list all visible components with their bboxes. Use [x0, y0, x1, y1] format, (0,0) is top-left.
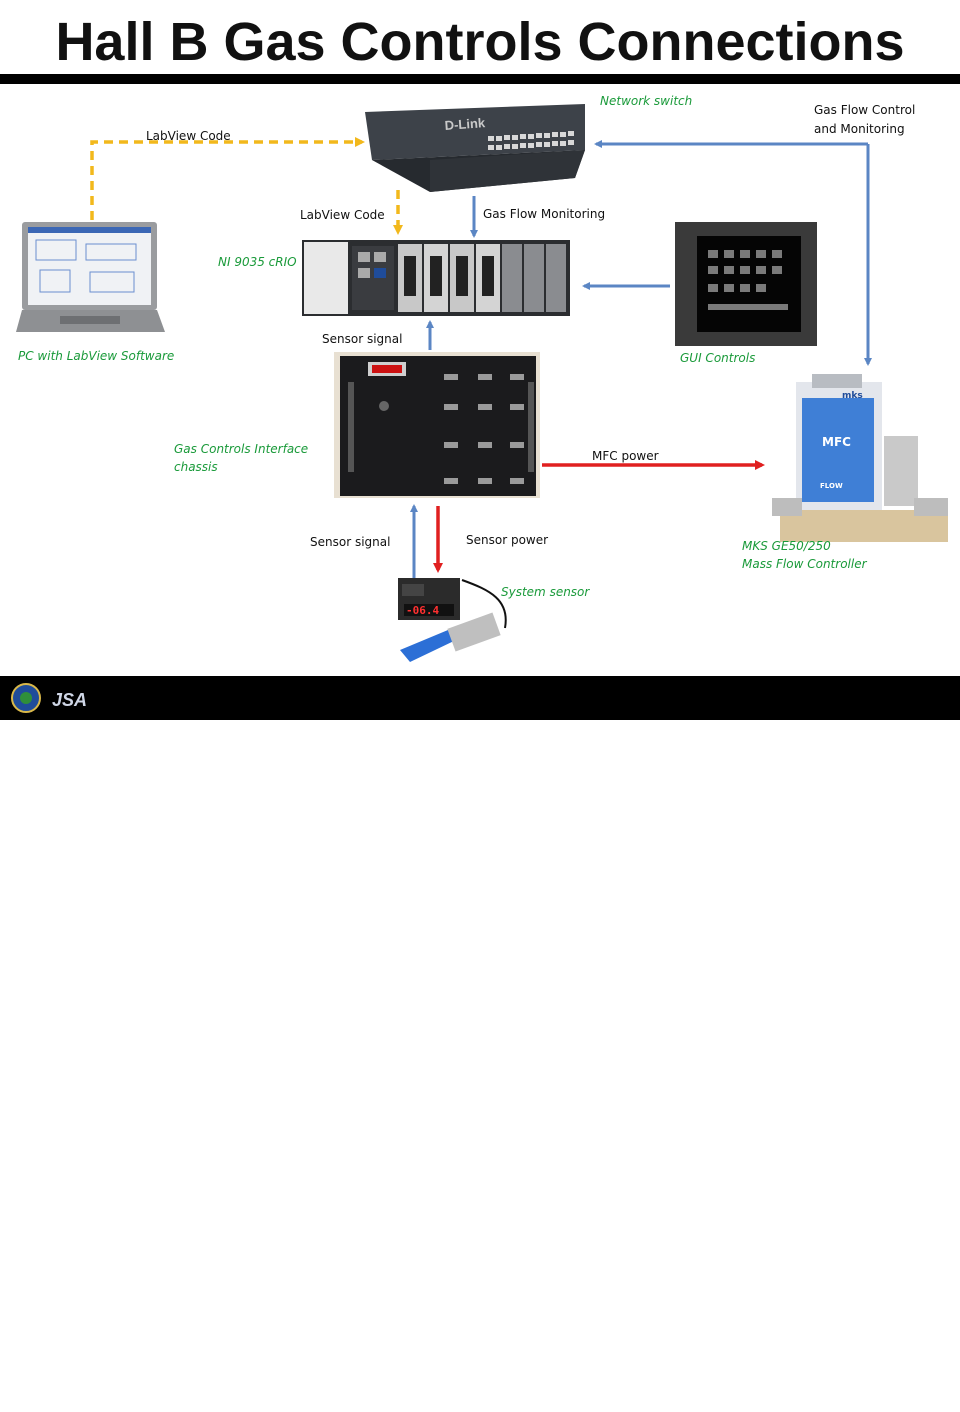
- gui-controls-label: GUI Controls: [680, 351, 756, 365]
- network-switch-label: Network switch: [600, 94, 693, 108]
- connections-diagram: D-Link: [16, 104, 948, 662]
- page-title: Hall B Gas Controls Connections: [55, 12, 905, 72]
- mfc-brand-text: mks: [842, 391, 863, 401]
- doe-seal-center-icon: [20, 692, 32, 704]
- mfc-device: MFC mks FLOW: [772, 374, 948, 542]
- labview-code-mid-label: LabView Code: [300, 208, 385, 222]
- mfc-label-text: MFC: [822, 435, 851, 449]
- footer-logos: JSA: [11, 683, 87, 713]
- ni-crio-device: [302, 240, 570, 316]
- laptop-pc-device: [16, 222, 165, 332]
- mfc-power-label: MFC power: [592, 449, 659, 463]
- mks-label-line1: MKS GE50/250: [742, 539, 831, 553]
- interface-chassis-label-line1: Gas Controls Interface: [174, 442, 309, 456]
- system-sensor-device: -06.4: [398, 578, 507, 662]
- jefferson-lab-logo: Jefferson Lab: [822, 1360, 922, 1411]
- gas-flow-monitoring-label: Gas Flow Monitoring: [483, 207, 606, 221]
- sensor-signal-bottom-label: Sensor signal: [310, 535, 391, 549]
- system-sensor-label: System sensor: [501, 585, 590, 599]
- mfc-flow-text: FLOW: [820, 482, 843, 490]
- interface-chassis-device: [334, 352, 540, 498]
- switch-brand-text: D-Link: [444, 115, 486, 133]
- gui-touchscreen-device: [675, 222, 817, 346]
- ni-crio-label: NI 9035 cRIO: [218, 255, 297, 269]
- arrow-labview-code-pc-to-switch: [90, 137, 365, 220]
- pc-label: PC with LabView Software: [18, 349, 175, 363]
- sensor-signal-top-label: Sensor signal: [322, 332, 403, 346]
- network-switch-device: D-Link: [365, 104, 585, 192]
- mks-label-line2: Mass Flow Controller: [742, 557, 867, 571]
- sensor-power-label: Sensor power: [466, 533, 549, 547]
- gas-flow-control-label-line1: Gas Flow Control: [814, 103, 916, 117]
- footer-bar: JSA Jefferson Lab: [0, 676, 960, 1411]
- sensor-display-text: -06.4: [406, 604, 439, 617]
- labview-code-top-label: LabView Code: [146, 129, 231, 143]
- interface-chassis-label-line2: chassis: [174, 460, 218, 474]
- jsa-logo-text: JSA: [52, 690, 87, 710]
- gas-flow-control-label-line2: and Monitoring: [814, 122, 905, 136]
- title-divider-bar: [0, 74, 960, 84]
